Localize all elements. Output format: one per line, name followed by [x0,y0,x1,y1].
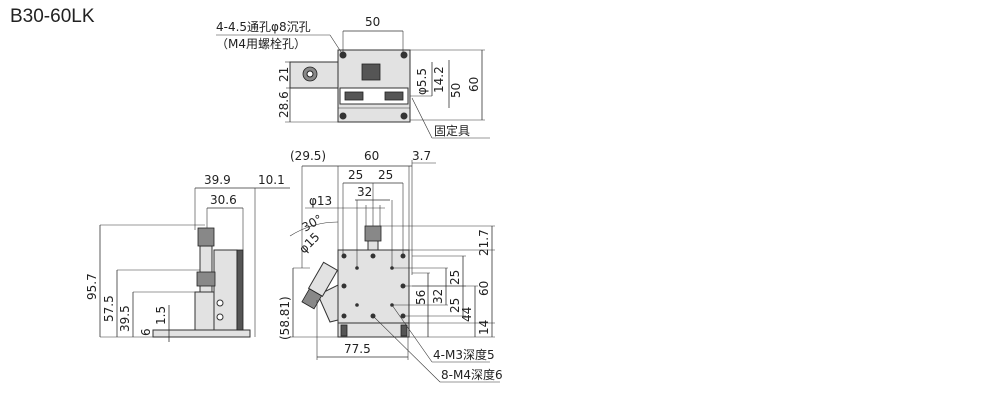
top-callout-line2: （M4用螺栓孔） [216,36,306,51]
side-dim-95-7: 95.7 [85,273,99,300]
top-center-boss [361,63,381,81]
front-dim-r-25a: 25 [448,270,462,285]
front-dim-25-right: 25 [378,168,393,182]
front-dim-phi13: φ13 [309,194,332,208]
top-stage-plate [337,49,411,123]
front-dim-3-7: 3.7 [412,149,431,163]
front-dim-r-44: 44 [460,307,474,322]
front-base [337,322,410,338]
top-view: 50 4-4.5通孔φ8沉孔 （M4用螺栓孔） 28.6 21 60 50 14… [216,15,490,139]
front-dim-r-56: 56 [414,290,428,305]
front-view: (29.5) 60 3.7 25 25 32 φ13 30° φ15 (58.8… [278,149,503,383]
side-view: 39.9 10.1 30.6 95.7 57.5 39.5 6 1.5 [85,173,290,342]
fixture-label: 固定具 [434,123,470,138]
front-micrometer-knob [364,225,382,242]
top-dim-width: 50 [365,15,380,29]
front-dim-21-7: 21.7 [477,229,491,256]
side-dim-39-5: 39.5 [118,305,132,332]
front-dim-77-5: 77.5 [344,342,371,356]
side-dim-30-6: 30.6 [210,193,237,207]
side-micrometer-knob [197,227,215,247]
front-dim-58-81: (58.81) [278,296,292,340]
side-dim-57-5: 57.5 [102,295,116,322]
front-dim-14: 14 [477,320,491,335]
top-dim-hole: φ5.5 [415,68,429,95]
top-dim-50: 50 [449,83,463,98]
front-dim-phi15: φ15 [296,230,322,256]
front-dim-r-60: 60 [477,281,491,296]
side-dim-1-5: 1.5 [154,306,168,325]
front-stage-plate [337,249,410,324]
top-callout-line1: 4-4.5通孔φ8沉孔 [216,20,311,34]
side-dim-39-9: 39.9 [204,173,231,187]
front-dim-r-32: 32 [431,289,445,304]
top-dim-left-b: 21 [277,67,291,82]
label-m3-holes: 4-M3深度5 [433,347,495,362]
front-dim-32: 32 [357,185,372,199]
front-dim-r-25b: 25 [448,298,462,313]
front-dim-29-5: (29.5) [290,149,326,163]
front-dim-25-left: 25 [348,168,363,182]
side-dim-10-1: 10.1 [258,173,285,187]
top-dim-60: 60 [467,77,481,92]
side-lock-knob [196,271,216,287]
label-m4-holes: 8-M4深度6 [441,367,503,382]
drawing-title: B30-60LK [10,6,95,27]
side-dim-6: 6 [139,328,153,336]
side-base [152,329,251,338]
front-dim-60: 60 [364,149,379,163]
top-dim-left-a: 28.6 [277,91,291,118]
front-angled-micrometer [301,261,339,310]
top-dim-14-2: 14.2 [432,66,446,93]
